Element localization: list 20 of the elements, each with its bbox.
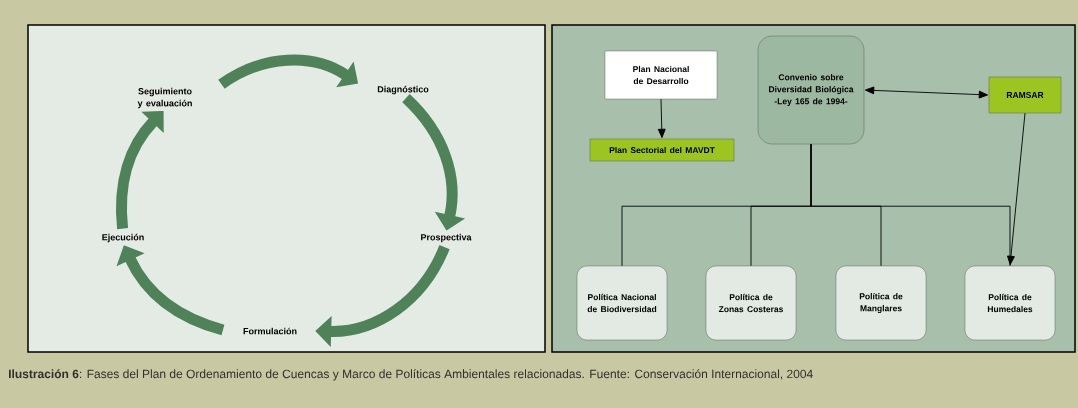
arrow <box>657 98 666 139</box>
phase-label: Formulación <box>243 327 297 335</box>
phase-label: Prospectiva <box>421 233 472 243</box>
cycle-arrow <box>116 245 225 336</box>
plan-box: Plan Nacional de Desarrollo <box>604 50 718 100</box>
phase-label: Ejecución <box>102 233 144 243</box>
caption: Ilustración 6: Fases del Plan de Ordenamiento de Cuencas y Marco de Políticas Ambientales relacionadas. Fuente: Conservación Internacional, 2004 <box>9 369 813 381</box>
policy-box: Política de Humedales <box>964 265 1056 341</box>
connector-line <box>810 143 1011 267</box>
cycle-arrow <box>116 110 164 230</box>
policy-box: Política de Manglares <box>835 265 927 341</box>
plan-box: RAMSAR <box>988 76 1062 114</box>
phase-label: Seguimiento y evaluación <box>137 87 192 109</box>
convention-box: Convenio sobre Diversidad Biológica -Ley 165 de 1994- <box>757 35 865 145</box>
plan-box: Plan Sectorial del MAVDT <box>589 138 735 162</box>
policy-box: Política Nacional de Biodiversidad <box>576 265 668 341</box>
phase-label: Diagnóstico <box>377 85 429 95</box>
arrow <box>864 86 989 99</box>
arrow <box>1007 112 1026 266</box>
policy-box: Política de Zonas Costeras <box>705 265 797 341</box>
